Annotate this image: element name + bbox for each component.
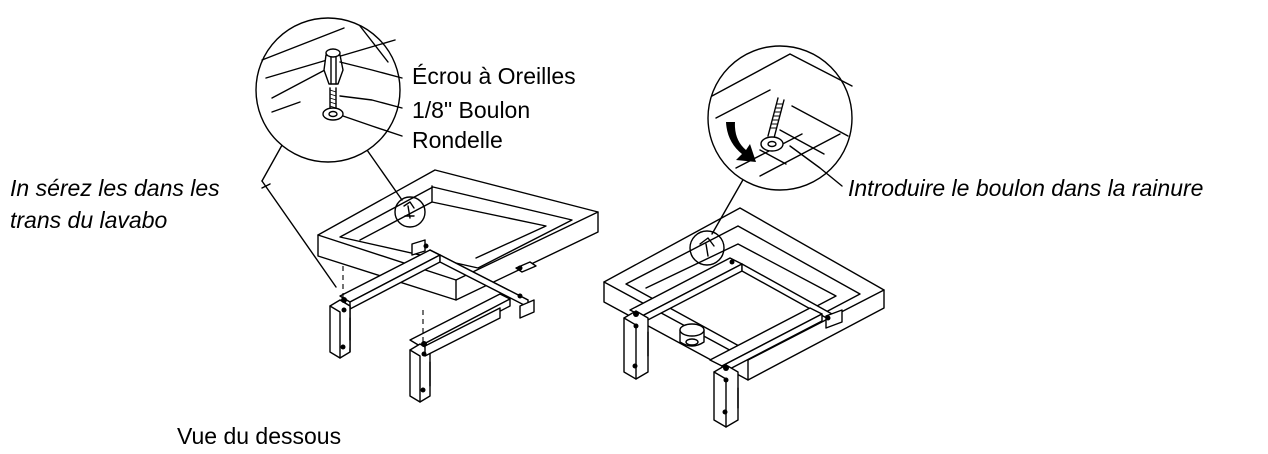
right-assembly	[603, 149, 885, 428]
left-assembly	[261, 51, 599, 403]
left-sink-basin	[317, 169, 599, 301]
insert-slot-label: Introduire le boulon dans la rainure	[848, 175, 1204, 201]
drain-icon	[679, 323, 705, 347]
bolt-label: 1/8" Boulon	[412, 97, 531, 123]
left-magnified-detail	[255, 17, 403, 163]
wing-nut-label: Écrou à Oreilles	[412, 63, 576, 89]
right-magnified-detail	[707, 45, 853, 191]
wing-nut-icon	[323, 48, 344, 85]
washer-label: Rondelle	[412, 127, 503, 153]
rotation-arrow-icon	[726, 122, 756, 162]
insert-holes-label-line1: In sérez les dans les	[10, 175, 220, 201]
right-detail-target	[689, 230, 725, 266]
left-bracket-frame	[329, 239, 537, 403]
bolt-icon	[760, 97, 785, 152]
right-bracket-frame	[623, 257, 843, 428]
left-detail-target	[394, 196, 426, 228]
washer-icon	[322, 107, 344, 121]
bottom-view-caption: Vue du dessous	[177, 423, 342, 449]
insert-holes-label-line2: trans du lavabo	[10, 207, 168, 233]
bolt-icon	[329, 87, 337, 109]
